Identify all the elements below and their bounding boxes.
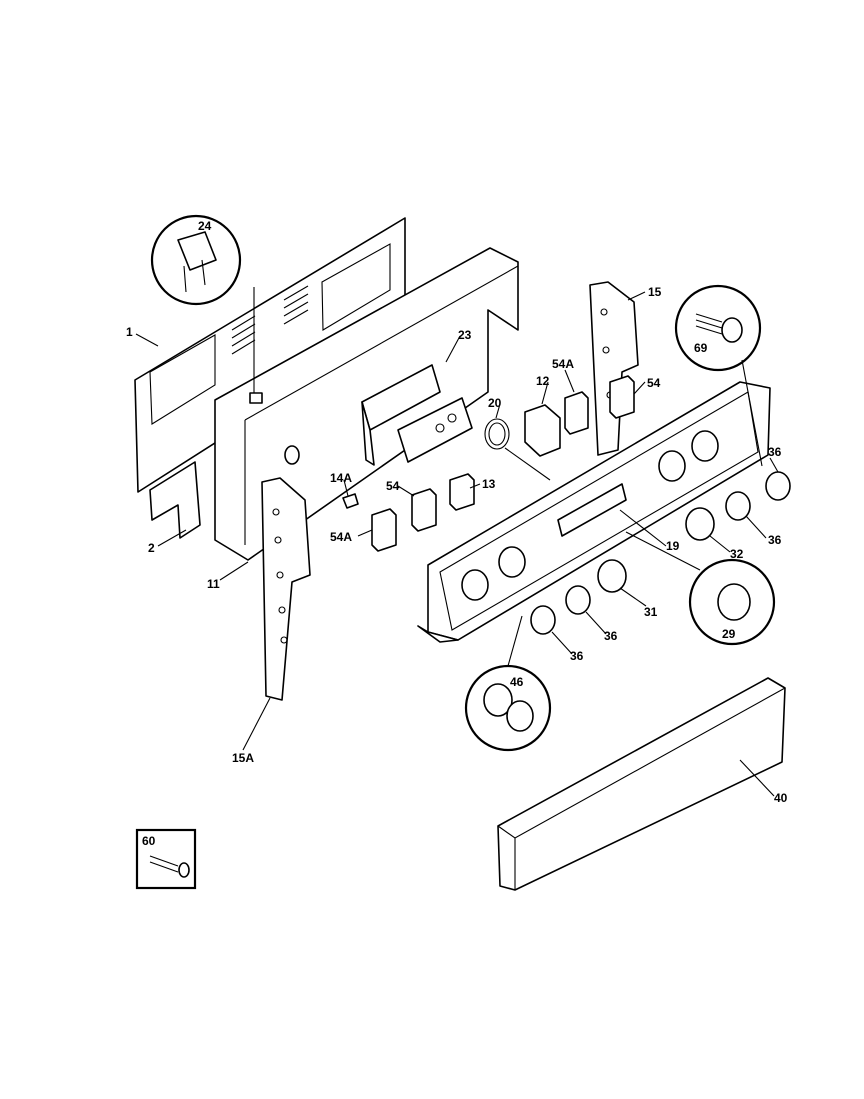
switch-54a-upper <box>564 391 589 435</box>
part-labels: 1 2 11 12 13 14A 15 15A 19 20 23 24 29 3… <box>126 219 788 848</box>
callout-69 <box>674 284 762 372</box>
switch-13 <box>449 473 475 511</box>
label-31: 31 <box>644 605 658 619</box>
switch-54-upper <box>609 375 635 419</box>
label-19: 19 <box>666 539 680 553</box>
label-54-a: 54 <box>647 376 661 390</box>
relay-block <box>524 404 561 457</box>
label-12: 12 <box>536 374 550 388</box>
callout-24 <box>150 214 242 306</box>
lower-trim <box>497 677 786 891</box>
panel-knob-openings <box>461 430 719 601</box>
rear-panel-bracket <box>149 461 201 539</box>
label-1: 1 <box>126 325 133 339</box>
label-13: 13 <box>482 477 496 491</box>
label-15: 15 <box>648 285 662 299</box>
switch-14a <box>342 493 359 509</box>
left-side-bracket <box>261 477 311 701</box>
label-36-c: 36 <box>604 629 618 643</box>
rear-panel <box>134 217 406 493</box>
switch-54-lower <box>411 488 437 532</box>
label-40: 40 <box>774 791 788 805</box>
label-54-b: 54 <box>386 479 400 493</box>
display-bracket <box>361 364 473 466</box>
label-23: 23 <box>458 328 472 342</box>
right-side-bracket <box>589 281 639 456</box>
label-14a: 14A <box>330 471 352 485</box>
front-control-panel <box>417 381 771 643</box>
knob-36-a <box>765 471 791 501</box>
label-36-d: 36 <box>570 649 584 663</box>
label-2: 2 <box>148 541 155 555</box>
label-11: 11 <box>207 577 220 591</box>
label-69: 69 <box>694 341 708 355</box>
label-24: 24 <box>198 219 212 233</box>
knob-31 <box>597 559 627 593</box>
label-15a: 15A <box>232 751 254 765</box>
knob-36-c <box>565 585 591 615</box>
callout-46 <box>464 664 552 752</box>
switch-54a-lower <box>371 508 397 552</box>
label-36-a: 36 <box>768 445 782 459</box>
label-36-b: 36 <box>768 533 782 547</box>
label-20: 20 <box>488 396 502 410</box>
label-60: 60 <box>142 834 156 848</box>
label-32: 32 <box>730 547 744 561</box>
callout-29 <box>688 558 776 646</box>
knob-32 <box>685 507 715 541</box>
callout-60 <box>135 828 197 890</box>
knob-36-d <box>530 605 556 635</box>
label-46: 46 <box>510 675 524 689</box>
label-29: 29 <box>722 627 736 641</box>
knob-36-b <box>725 491 751 521</box>
label-54a-1: 54A <box>552 357 574 371</box>
leader-lines <box>135 287 779 797</box>
wire-harness <box>484 418 551 481</box>
label-54a-2: 54A <box>330 530 352 544</box>
